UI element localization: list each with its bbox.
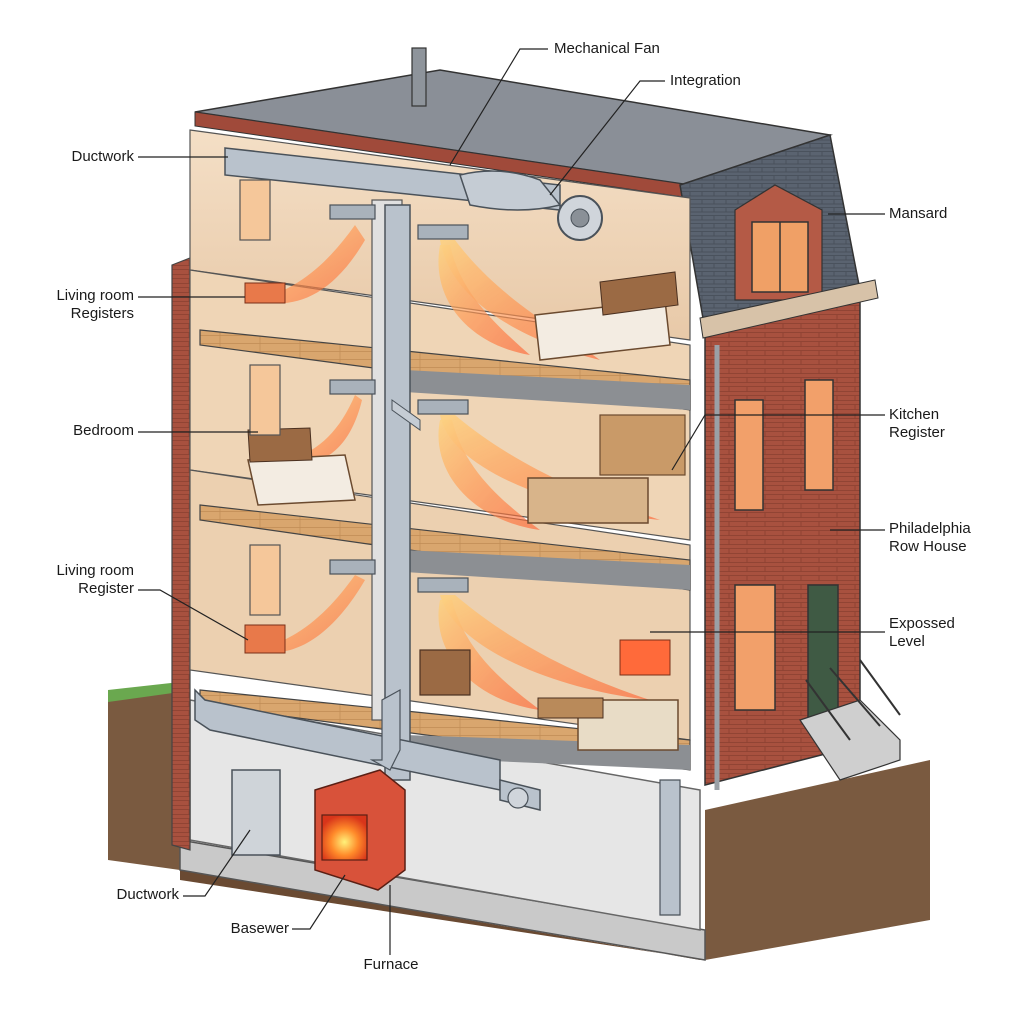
soil-right [705,760,930,960]
left-brick-wall [171,257,191,851]
leader-integration [549,80,665,196]
label-ductwork-top: Ductwork [71,148,134,165]
coffee-table [537,697,604,719]
leader-basewer [292,874,346,930]
label-kitchen-register: Kitchen Register [889,406,945,441]
label-mansard: Mansard [889,205,948,222]
soil-left [108,690,180,870]
facade-windows [734,379,834,711]
water-heater [231,769,281,856]
label-living-room-registers: Living room Registers [56,287,134,322]
kitchen-cabinets [599,414,686,476]
tv-cabinet [419,649,471,696]
register-fireplace [619,639,671,676]
leader-kitchen [671,414,885,471]
register-top [244,282,286,304]
label-bedroom: Bedroom [73,422,134,439]
top-duct-loop [459,170,562,211]
label-exposed-level: Expossed Level [889,615,955,650]
leader-mechanical-fan [449,48,548,166]
register-bottom [244,624,286,654]
heat-flows [255,225,660,710]
leader-lines [138,48,885,955]
label-philadelphia-row-house: Philadelphia Row House [889,520,971,555]
front-door [807,584,839,721]
furnace-fire [321,814,368,861]
label-integration: Integration [670,72,741,89]
cornice [699,279,879,339]
label-ductwork-bottom: Ductwork [116,886,179,903]
kitchen-island [527,477,649,524]
leader-living-register [138,589,249,641]
label-mechanical-fan: Mechanical Fan [554,40,660,57]
label-living-room-register: Living room Register [56,562,134,597]
label-basewer: Basewer [230,920,289,937]
bed-middle-left [247,454,356,506]
grass-left [108,682,180,702]
vertical-duct [384,204,411,781]
leader-ductwork-bottom [183,829,251,897]
vent-stack [411,47,427,107]
label-furnace: Furnace [363,956,419,973]
